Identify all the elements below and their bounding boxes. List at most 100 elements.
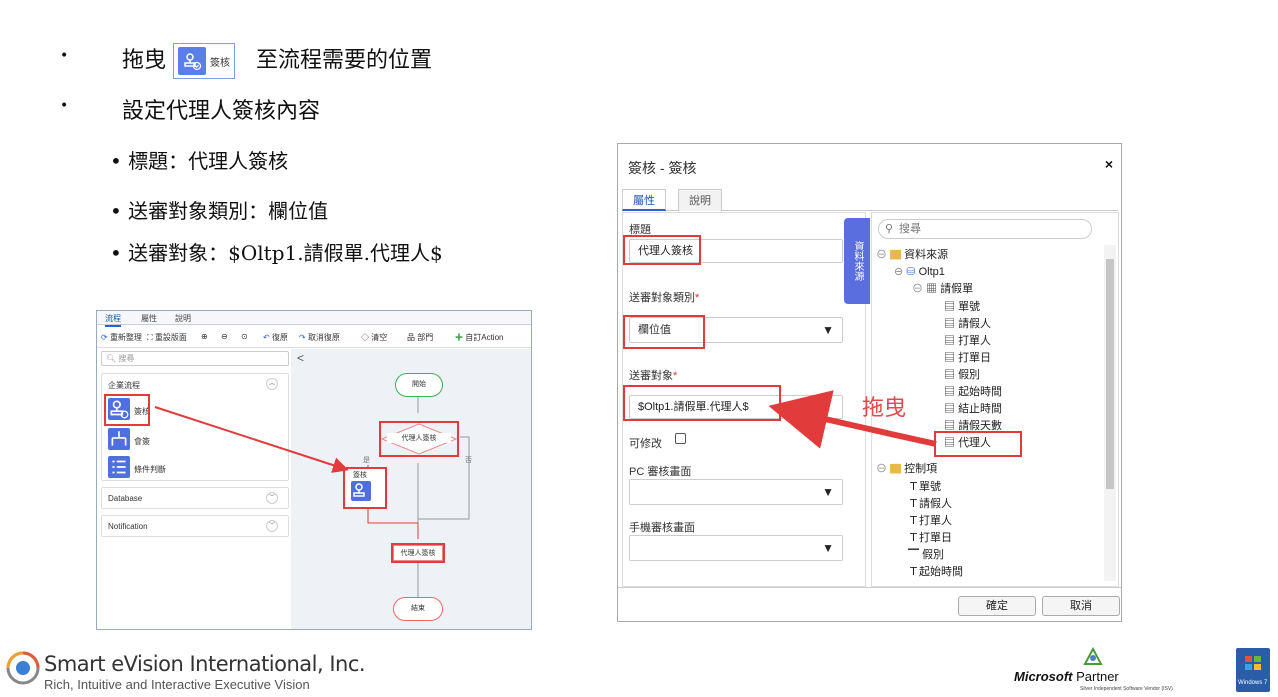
sub-bullet-1: • 標題：代理人簽核 — [110, 145, 288, 174]
sign-tool-icon[interactable] — [108, 398, 130, 420]
field-icon: ▤ — [944, 335, 955, 347]
tree-control[interactable]: Ｔ打單人 — [908, 515, 952, 527]
text-control-icon: Ｔ — [908, 498, 919, 510]
sub-bullet-1-text: 標題：代理人簽核 — [128, 149, 289, 173]
flow-task-node[interactable]: 代理人簽核 — [393, 545, 443, 561]
flow-start-node[interactable]: 開始 — [395, 373, 443, 397]
redo-button[interactable]: ↷ 取消復原 — [299, 333, 340, 342]
dropdown-arrow-icon: ▼ — [822, 485, 834, 499]
mobile-view-select[interactable]: ▼ — [629, 535, 843, 561]
tree-search-input[interactable]: ⚲搜尋 — [878, 219, 1092, 239]
database-icon: ⛁ — [906, 266, 916, 278]
dialog-tab-help[interactable]: 說明 — [678, 189, 722, 211]
undo-button[interactable]: ↶ 復原 — [263, 333, 288, 342]
sign-tool-button: 簽核 — [173, 43, 236, 79]
ok-button[interactable]: 確定 — [958, 596, 1036, 616]
editable-checkbox[interactable] — [675, 433, 686, 444]
tool-group-database[interactable]: Database ﹀ — [101, 487, 289, 509]
text-control-icon: Ｔ — [908, 566, 919, 578]
chevron-down-icon[interactable]: ﹀ — [266, 520, 278, 532]
refresh-button[interactable]: ⟳ 重新整理 — [101, 333, 142, 342]
collapse-panel-icon[interactable]: < — [297, 351, 305, 365]
tree-control[interactable]: Ｔ打單日 — [908, 532, 952, 544]
drag-callout-text: 拖曳 — [862, 396, 907, 421]
microsoft-partner-subtitle: Silver Independent Software Vendor (ISV) — [1080, 686, 1173, 692]
scrollbar-thumb[interactable] — [1106, 259, 1114, 489]
dialog-tab-property[interactable]: 屬性 — [622, 189, 666, 211]
tree-field[interactable]: ▤ 打單日 — [944, 352, 992, 364]
search-icon: ⚲ — [885, 223, 894, 235]
zoom-out-icon[interactable]: ⊖ — [221, 332, 228, 341]
chevron-up-icon[interactable]: ︿ — [266, 378, 278, 390]
tree-field[interactable]: ▤ 結止時間 — [944, 403, 1003, 415]
tool-search-input[interactable]: 🔍︎ 搜尋 — [101, 351, 289, 366]
drag-arrow-left — [154, 406, 349, 473]
yes-label: 是 — [363, 457, 370, 464]
no-label: 否 — [465, 457, 472, 464]
zoom-in-icon[interactable]: ⊕ — [201, 332, 208, 341]
collapse-icon: ⊖ — [912, 283, 923, 295]
pc-view-select[interactable]: ▼ — [629, 479, 843, 505]
sub-bullet-dot: • — [110, 149, 122, 173]
countersign-tool-icon[interactable] — [108, 428, 130, 450]
bullet-1-pre: 拖曳 — [122, 48, 167, 73]
clear-button[interactable]: ◇ 清空 — [361, 333, 388, 342]
org-chart-icon: 品 — [407, 333, 415, 342]
tree-node-oltp1[interactable]: ⊖ ⛁ Oltp1 — [894, 266, 945, 278]
designer-toolbar: ⟳ 重新整理 ⛶ 重設版面 ⊕ ⊖ ⊙ ↶ 復原 ↷ 取消復原 ◇ 清空 品 部… — [97, 326, 531, 348]
tree-field[interactable]: ▤ 請假人 — [944, 318, 992, 330]
dropdown-arrow-icon: ▼ — [822, 541, 834, 555]
bullet-dot: • — [60, 98, 69, 114]
task-highlight — [391, 543, 445, 563]
condition-tool-icon[interactable] — [108, 456, 130, 478]
tool-group-flow: 企業流程 ︿ 簽核 會簽 條件判斷 — [101, 373, 289, 481]
tree-node-leave-form[interactable]: ⊖ ▦ 請假單 — [912, 283, 974, 295]
tree-control[interactable]: Ｔ起始時間 — [908, 566, 963, 578]
eraser-icon: ◇ — [361, 333, 369, 342]
dialog-title: 簽核 - 簽核 — [628, 160, 697, 176]
sub-bullet-2-text: 送審對象類別：欄位值 — [128, 199, 329, 223]
datasource-side-tab[interactable]: 資料來源 — [844, 218, 870, 304]
target-type-label: 送審對象類別* — [629, 292, 700, 304]
mobile-view-label: 手機審核畫面 — [629, 522, 695, 534]
designer-tab-flow[interactable]: 流程 — [105, 313, 121, 327]
microsoft-partner-logo-icon — [1083, 646, 1103, 665]
tree-node-datasource[interactable]: ⊖ ▇ 資料來源 — [876, 249, 949, 261]
tree-scrollbar[interactable] — [1104, 245, 1116, 581]
tree-field[interactable]: ▤ 請假天數 — [944, 420, 1003, 432]
tree-field[interactable]: ▤ 打單人 — [944, 335, 992, 347]
target-type-select[interactable]: 欄位值 ▼ — [629, 317, 843, 343]
close-icon[interactable]: × — [1104, 156, 1113, 172]
zoom-fit-icon[interactable]: ⊙ — [241, 332, 248, 341]
company-tagline: Rich, Intuitive and Interactive Executiv… — [44, 677, 310, 692]
editable-label: 可修改 — [629, 438, 662, 450]
custom-action-button[interactable]: ✚ 自訂Action — [455, 333, 504, 342]
flow-end-node[interactable]: 結束 — [393, 597, 443, 621]
tree-field[interactable]: ▤ 起始時間 — [944, 386, 1003, 398]
bullet-1-post: 至流程需要的位置 — [256, 48, 433, 73]
tree-control[interactable]: Ｔ請假人 — [908, 498, 952, 510]
tool-group-notification[interactable]: Notification ﹀ — [101, 515, 289, 537]
tree-field[interactable]: ▤ 單號 — [944, 301, 981, 313]
dropdown-control-icon: ▔ — [908, 549, 919, 561]
folder-icon: ▇ — [890, 249, 902, 261]
title-input[interactable]: 代理人簽核 — [629, 239, 843, 263]
tree-control[interactable]: Ｔ單號 — [908, 481, 941, 493]
chevron-down-icon[interactable]: ﹀ — [266, 492, 278, 504]
tree-node-controls[interactable]: ⊖ ▇ 控制項 — [876, 463, 938, 475]
tree-control[interactable]: ▔ 假別 — [908, 549, 945, 561]
field-icon: ▤ — [944, 369, 955, 381]
cancel-button[interactable]: 取消 — [1042, 596, 1120, 616]
designer-tab-help[interactable]: 說明 — [175, 314, 191, 323]
tree-field-agent[interactable]: ▤ 代理人 — [944, 437, 992, 449]
designer-tab-property[interactable]: 屬性 — [141, 314, 157, 323]
designer-tabs: 流程 屬性 說明 — [97, 311, 531, 327]
dropdown-arrow-icon: ▼ — [822, 323, 834, 337]
reset-layout-button[interactable]: ⛶ 重設版面 — [147, 333, 187, 342]
title-label: 標題 — [629, 224, 651, 236]
department-button[interactable]: 品 部門 — [407, 333, 434, 342]
flow-decision-node[interactable]: 代理人簽核 — [387, 433, 451, 443]
bullet-dot: • — [60, 48, 69, 64]
tree-field[interactable]: ▤ 假別 — [944, 369, 981, 381]
flow-canvas[interactable]: < 開始 代理人簽核 是 否 簽核 代理人簽核 結束 — [291, 349, 531, 629]
